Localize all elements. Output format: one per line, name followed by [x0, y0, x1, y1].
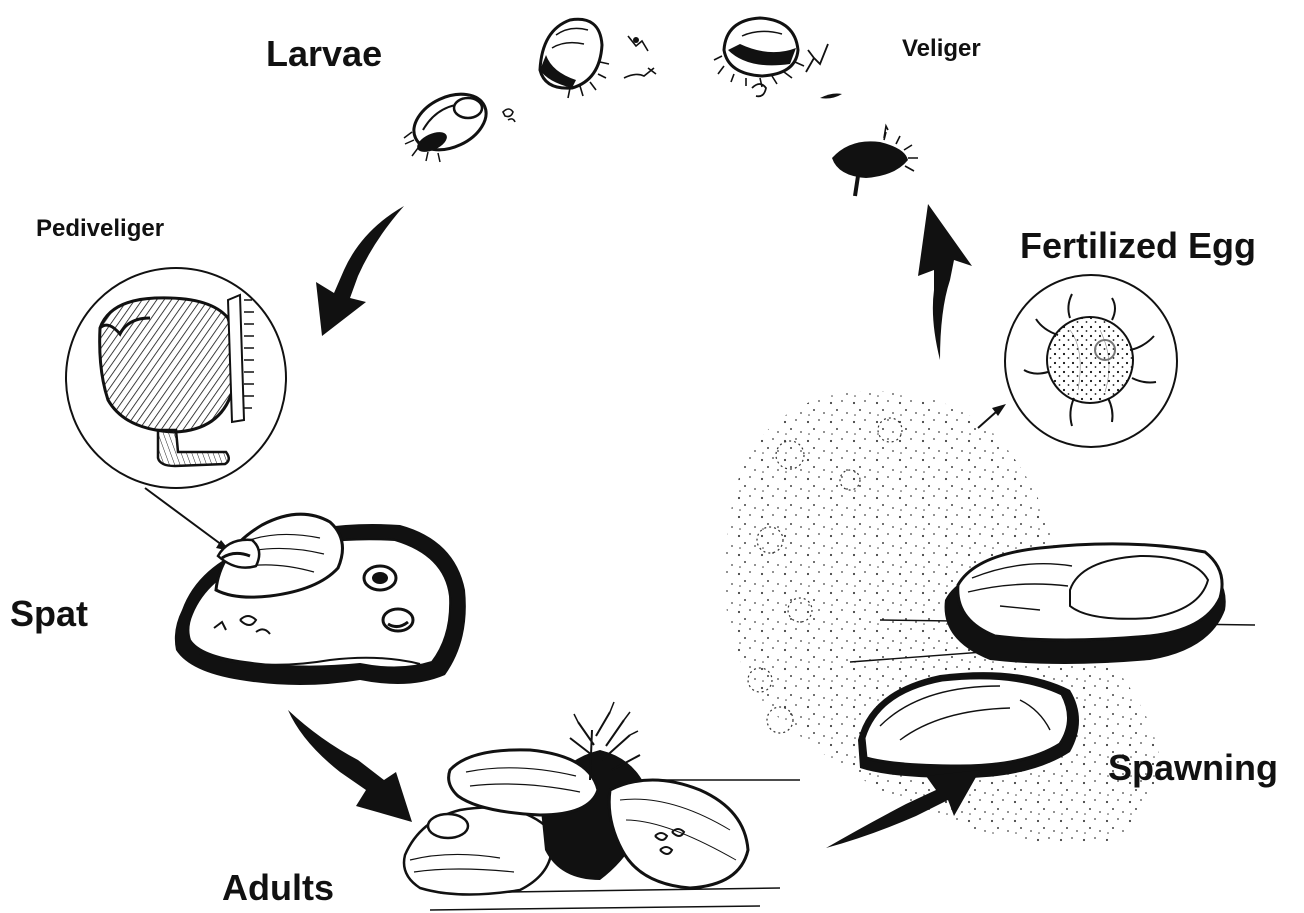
trochophore-drawing [832, 126, 918, 196]
curved-arrow-icon [316, 206, 404, 336]
label-fertilized-egg: Fertilized Egg [1020, 225, 1256, 266]
label-spawning: Spawning [1108, 747, 1278, 788]
larva-drawing-1 [404, 83, 515, 162]
label-larvae: Larvae [266, 33, 382, 74]
adult-oysters-drawing [404, 702, 800, 910]
curved-arrow-icon [918, 204, 972, 360]
veliger-drawing [714, 18, 842, 99]
pediveliger-zoom [66, 268, 286, 488]
pointer-arrow-icon [145, 488, 230, 551]
label-adults: Adults [222, 867, 334, 908]
label-veliger: Veliger [902, 35, 981, 62]
pointer-arrow-icon [978, 404, 1006, 428]
label-pediveliger: Pediveliger [36, 215, 164, 242]
label-spat: Spat [10, 593, 88, 634]
fertilized-egg-zoom [1005, 275, 1177, 447]
larva-drawing-2 [540, 19, 656, 98]
spat-oyster-drawing [175, 514, 466, 685]
curved-arrow-icon [288, 710, 412, 822]
